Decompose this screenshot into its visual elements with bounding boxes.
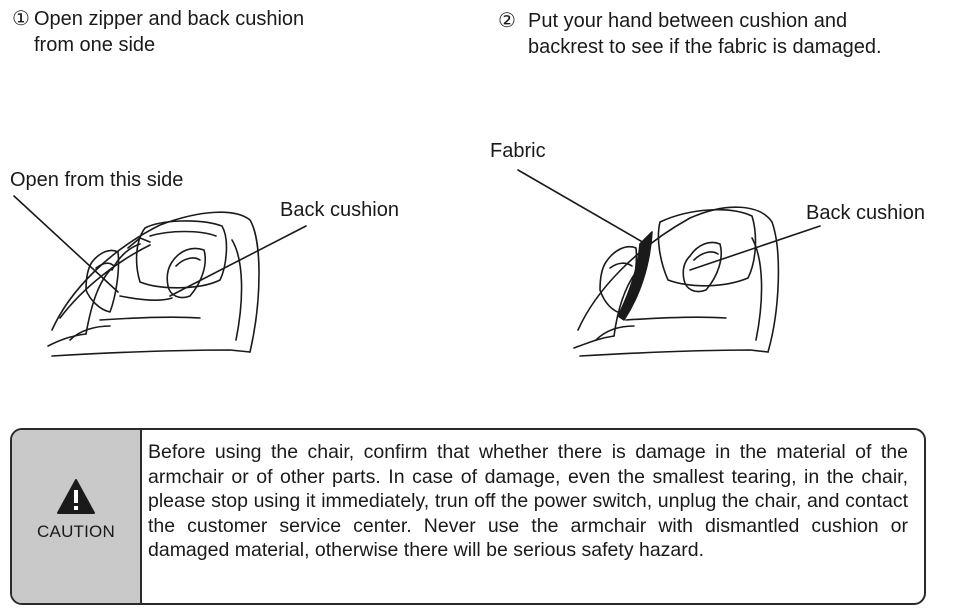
step-number: ① [12,8,30,30]
caution-sidebar: CAUTION [12,430,142,603]
step-text-line-2: backrest to see if the fabric is damaged… [528,36,882,58]
label-back-cushion-2: Back cushion [806,202,925,224]
warning-triangle-icon [57,479,95,514]
chair-illustrations [13,169,821,357]
chair-figure-2 [573,206,780,357]
label-fabric: Fabric [490,140,546,162]
label-back-cushion-1: Back cushion [280,199,399,221]
leader-line-back-cushion-2 [689,225,821,271]
caution-label: CAUTION [37,522,115,541]
leader-line-fabric [517,169,647,245]
chair-figure-1 [47,211,260,357]
step-text-line-1: Put your hand between cushion and [528,10,848,32]
leader-line-back-cushion-1 [169,225,307,297]
step-number: ② [498,10,516,32]
caution-box: CAUTION Before using the chair, confirm … [10,428,926,605]
step-2-instruction: ② Put your hand between cushion and backr… [498,8,882,60]
step-text-line-1: Open zipper and back cushion [34,8,305,30]
label-open-from-this-side: Open from this side [10,169,184,191]
step-text-line-2: from one side [34,34,156,56]
caution-text: Before using the chair, confirm that whe… [148,441,908,561]
fabric-shape [617,231,653,321]
leader-line-open-side [13,195,119,293]
